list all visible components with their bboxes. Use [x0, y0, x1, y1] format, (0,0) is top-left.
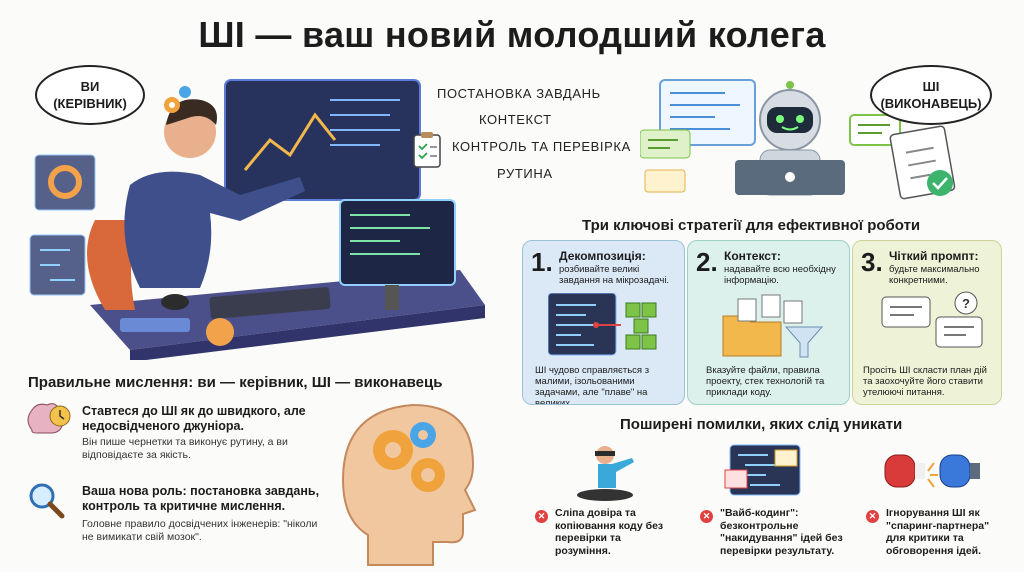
- error-x-icon: ✕: [700, 510, 713, 523]
- strategy-card-2: 2. Контекст: надавайте всю необхідну інф…: [687, 240, 850, 405]
- blindfold-person-icon: [577, 446, 634, 501]
- manager-bubble-line1: ВИ: [80, 79, 100, 94]
- mistakes-heading: Поширені помилки, яких слід уникати: [620, 416, 903, 433]
- strategy-number: 2.: [696, 247, 718, 277]
- magnifier-icon: [29, 483, 65, 519]
- strategy-subtitle: будьте максимально конкретними.: [889, 264, 980, 286]
- svg-text:?: ?: [962, 296, 970, 311]
- ai-bubble: ШІ (ВИКОНАВЕЦЬ): [870, 65, 992, 125]
- strategies-heading: Три ключові стратегії для ефективної роб…: [582, 217, 921, 234]
- mistake-2-text: "Вайб-кодинг": безконтрольне "накидуванн…: [720, 507, 843, 557]
- task-item-1: ПОСТАНОВКА ЗАВДАНЬ: [437, 86, 601, 101]
- strategy-subtitle: розбивайте великі завдання на мікрозадач…: [559, 264, 670, 286]
- strategy-footer: ШІ чудово справляється з малими, ізольов…: [535, 365, 650, 405]
- strategy-card-3: 3. Чіткий промпт: будьте максимально кон…: [852, 240, 1002, 405]
- page-title: ШІ — ваш новий молодший колега: [198, 14, 826, 55]
- error-x-icon: ✕: [866, 510, 879, 523]
- task-item-3: КОНТРОЛЬ ТА ПЕРЕВІРКА: [452, 139, 631, 154]
- mistake-1-text: Сліпа довіра та копіювання коду без пере…: [555, 507, 664, 557]
- chat-bubbles-icon: ?: [881, 291, 983, 348]
- strategy-subtitle: надавайте всю необхідну інформацію.: [724, 264, 836, 286]
- boxing-gloves-icon: [884, 454, 980, 488]
- strategy-number: 3.: [861, 247, 883, 277]
- strategy-title: Контекст:: [724, 249, 781, 263]
- mindset-item-1-text: Він пише чернетки та виконує рутину, а в…: [82, 436, 288, 461]
- brain-clock-icon: [27, 403, 71, 434]
- strategy-title: Декомпозиція:: [559, 249, 646, 263]
- code-cubes-icon: [548, 293, 657, 356]
- strategy-card-1: 1. Декомпозиція: розбивайте великі завда…: [522, 240, 685, 405]
- manager-bubble-line2: (КЕРІВНИК): [53, 96, 127, 111]
- strategy-footer: Просіть ШІ скласти план дій та заохочуйт…: [863, 365, 987, 398]
- strategy-title: Чіткий промпт:: [889, 249, 979, 263]
- mistake-3-text: Ігнорування ШІ як "спаринг-партнера" для…: [886, 507, 990, 557]
- strategy-footer: Вказуйте файли, правила проекту, стек те…: [706, 365, 825, 398]
- head-gears-icon: [341, 403, 477, 566]
- clipboard-icon: [413, 132, 441, 168]
- folder-funnel-icon: [722, 294, 824, 358]
- strategy-number: 1.: [531, 247, 553, 277]
- mindset-item-1-heading: Ставтеся до ШІ як до швидкого, але недос…: [82, 404, 306, 433]
- error-x-icon: ✕: [535, 510, 548, 523]
- robot-illustration: [640, 79, 956, 200]
- manager-bubble: ВИ (КЕРІВНИК): [35, 65, 145, 125]
- mindset-item-2-heading: Ваша нова роль: постановка завдань, конт…: [82, 484, 320, 513]
- mindset-item-2-text: Головне правило досвідчених інженерів: "…: [82, 518, 318, 543]
- task-item-2: КОНТЕКСТ: [479, 112, 552, 127]
- ai-bubble-line2: (ВИКОНАВЕЦЬ): [880, 96, 982, 111]
- mindset-heading: Правильне мислення: ви — керівник, ШІ — …: [28, 374, 443, 391]
- messy-code-icon: [724, 444, 801, 496]
- task-item-4: РУТИНА: [497, 166, 553, 181]
- ai-bubble-line1: ШІ: [922, 79, 940, 94]
